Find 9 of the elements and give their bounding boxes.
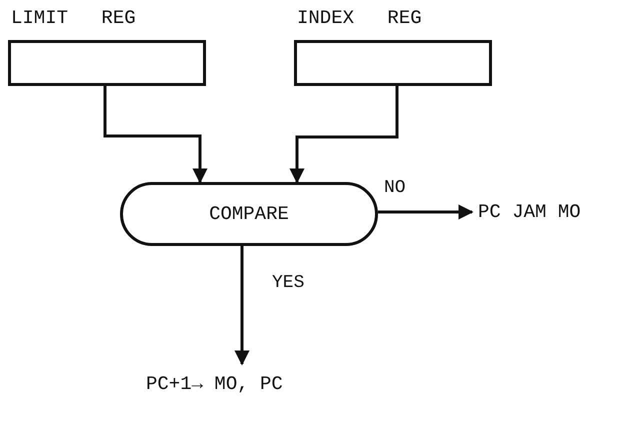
arrow: [378, 204, 474, 220]
arrow: [104, 86, 208, 184]
arrow: [290, 86, 398, 184]
result-text: PC+1→ MO, PC: [146, 370, 356, 398]
register-label: LIMIT REG: [11, 7, 136, 29]
process-box: COMPARE: [120, 182, 378, 246]
register-label: INDEX REG: [297, 7, 422, 29]
arrow: [234, 246, 250, 366]
result-text: PC JAM MO: [478, 198, 618, 226]
